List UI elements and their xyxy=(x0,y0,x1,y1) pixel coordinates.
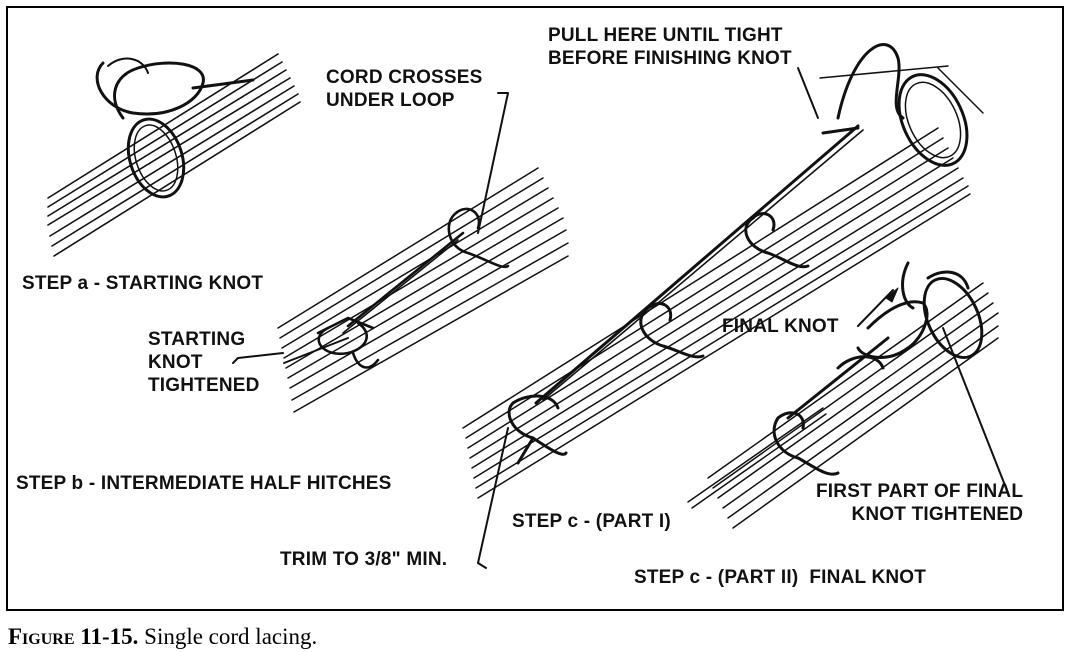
step-c2-cable xyxy=(687,282,999,529)
step-c1-cable xyxy=(462,65,984,499)
label-pull-here: PULL HERE UNTIL TIGHT BEFORE FINISHING K… xyxy=(548,25,792,69)
step-c1-lacing xyxy=(507,43,969,465)
label-first-part: FIRST PART OF FINAL KNOT TIGHTENED xyxy=(816,481,1024,525)
step-b-lacing xyxy=(316,207,510,369)
label-trim: TRIM TO 3/8" MIN. xyxy=(280,549,448,570)
figure-caption: Figure 11-15. Single cord lacing. xyxy=(8,624,317,650)
figure-number: Figure 11-15. xyxy=(8,624,139,649)
step-a-cable xyxy=(47,53,301,257)
lacing-illustration xyxy=(47,43,1009,569)
step-a-knot xyxy=(95,57,255,199)
label-starting-knot: STARTING KNOT TIGHTENED xyxy=(148,329,260,396)
step-b-cable xyxy=(277,167,569,413)
leader-lines xyxy=(232,67,1009,569)
step-c2-knot xyxy=(772,261,984,476)
label-final-knot: FINAL KNOT xyxy=(722,316,839,337)
label-step-a: STEP a - STARTING KNOT xyxy=(22,273,264,294)
label-step-c2: STEP c - (PART II) FINAL KNOT xyxy=(634,567,927,588)
figure-frame: CORD CROSSES UNDER LOOP PULL HERE UNTIL … xyxy=(6,6,1064,611)
label-cord-crosses: CORD CROSSES UNDER LOOP xyxy=(326,67,483,111)
label-step-b: STEP b - INTERMEDIATE HALF HITCHES xyxy=(16,473,392,494)
caption-text: Single cord lacing. xyxy=(138,624,318,649)
label-step-c1: STEP c - (PART I) xyxy=(512,511,671,532)
final-knot-arrow xyxy=(885,287,899,303)
